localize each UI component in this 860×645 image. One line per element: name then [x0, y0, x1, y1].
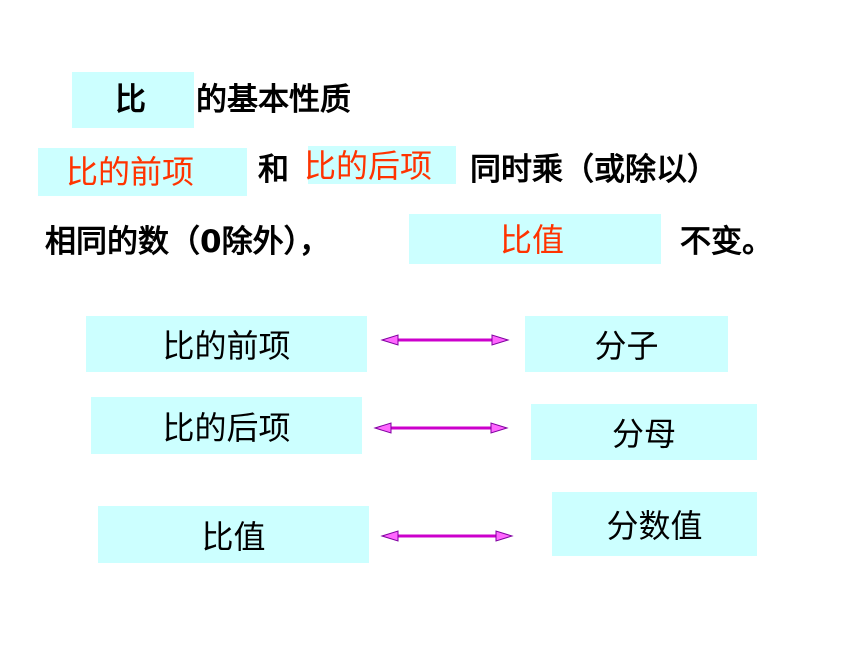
map-left-3: 比值: [98, 506, 369, 563]
term1-box: [38, 148, 247, 196]
and-text: 和: [258, 152, 289, 188]
title-highlight-box: [72, 72, 194, 128]
map-left-2: 比的后项: [91, 397, 362, 454]
result-text: 比值: [500, 221, 565, 259]
line2-start-text: 相同的数（0除外），: [45, 224, 331, 260]
result-box: [409, 214, 661, 264]
map-right-3: 分数值: [552, 492, 757, 556]
term2-text: 比的后项: [304, 147, 433, 185]
double-headed-arrow-icon: [380, 530, 514, 542]
term2-box: [308, 146, 456, 184]
double-headed-arrow-icon: [380, 334, 510, 346]
line1-end-text: 同时乘（或除以）: [470, 152, 718, 188]
title-highlight-text: 比: [115, 82, 146, 118]
map-right-2: 分母: [531, 404, 757, 460]
term1-text: 比的前项: [66, 153, 195, 191]
map-left-1: 比的前项: [86, 316, 367, 372]
line2-end-text: 不变。: [680, 224, 773, 260]
double-headed-arrow-icon: [373, 422, 509, 434]
map-right-1: 分子: [525, 316, 728, 372]
title-text: 的基本性质: [196, 82, 351, 118]
